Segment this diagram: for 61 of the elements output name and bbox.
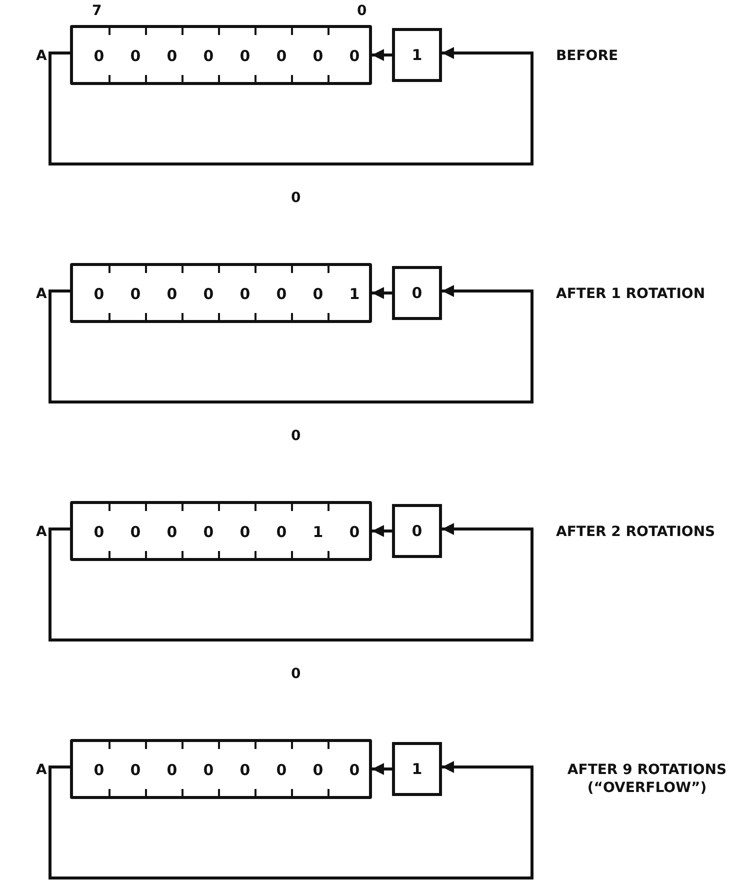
bit-value: 0	[162, 46, 182, 66]
register-name: A	[36, 523, 47, 541]
arrow	[372, 525, 392, 537]
bit-value: 0	[198, 760, 218, 780]
register-box	[70, 501, 372, 561]
arrow	[48, 285, 534, 404]
state-caption: AFTER 2 ROTATIONS	[556, 523, 716, 541]
arrow	[372, 287, 392, 299]
bit-value: 0	[235, 522, 255, 542]
bit-number: 0	[357, 2, 367, 20]
arrow	[372, 763, 392, 775]
bit-value: 0	[235, 284, 255, 304]
register-box	[70, 739, 372, 799]
bit-value: 0	[344, 46, 364, 66]
state-caption: AFTER 1 ROTATION	[556, 285, 706, 303]
bit-number: 7	[92, 2, 102, 20]
register-name: A	[36, 47, 47, 65]
bit-value: 0	[308, 284, 328, 304]
bit-value: 1	[308, 522, 328, 542]
bit-value: 0	[235, 46, 255, 66]
arrow	[48, 47, 534, 166]
carry-box: 1	[392, 28, 442, 82]
bit-value: 0	[162, 284, 182, 304]
bit-value: 0	[89, 284, 109, 304]
bit-value: 0	[126, 284, 146, 304]
state-caption: BEFORE	[556, 47, 618, 65]
carry-value: 0	[291, 665, 301, 683]
bit-value: 0	[272, 284, 292, 304]
carry-box: 1	[392, 742, 442, 796]
bit-value: 0	[308, 46, 328, 66]
bit-value: 0	[344, 760, 364, 780]
bit-value: 0	[198, 284, 218, 304]
register-name: A	[36, 761, 47, 779]
bit-value: 0	[126, 760, 146, 780]
carry-box: 0	[392, 504, 442, 558]
bit-value: 0	[198, 522, 218, 542]
bit-value: 0	[198, 46, 218, 66]
carry-value: 0	[291, 189, 301, 207]
arrow	[48, 523, 534, 642]
bit-value: 0	[89, 46, 109, 66]
bit-value: 0	[235, 760, 255, 780]
register-box	[70, 25, 372, 85]
bit-value: 0	[89, 760, 109, 780]
state-caption: AFTER 9 ROTATIONS (“OVERFLOW”)	[566, 761, 728, 797]
bit-value: 0	[126, 522, 146, 542]
bit-value: 0	[162, 760, 182, 780]
bit-value: 0	[272, 46, 292, 66]
register-box	[70, 263, 372, 323]
bit-value: 0	[344, 522, 364, 542]
arrow	[372, 49, 392, 61]
bit-value: 0	[126, 46, 146, 66]
register-name: A	[36, 285, 47, 303]
carry-value: 0	[291, 427, 301, 445]
bit-value: 0	[89, 522, 109, 542]
carry-box: 0	[392, 266, 442, 320]
bit-value: 0	[272, 760, 292, 780]
bit-value: 1	[344, 284, 364, 304]
bit-value: 0	[272, 522, 292, 542]
bit-value: 0	[162, 522, 182, 542]
bit-value: 0	[308, 760, 328, 780]
arrow	[48, 761, 534, 880]
